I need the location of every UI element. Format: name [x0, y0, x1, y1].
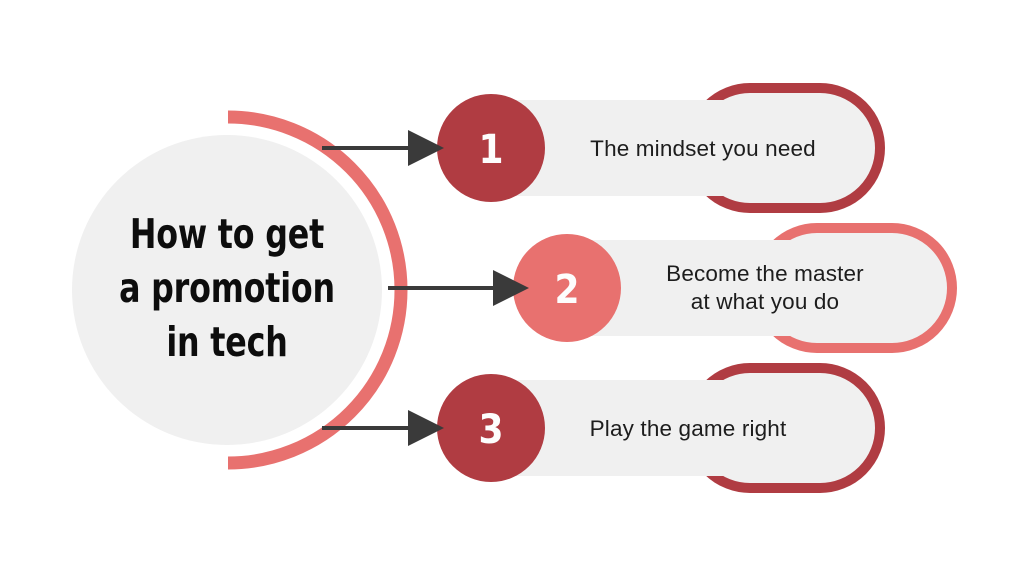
step-2-number: 2: [554, 267, 579, 313]
step-3-label: Play the game right: [590, 416, 787, 441]
step-1-label: The mindset you need: [590, 136, 816, 161]
step-2-number-circle[interactable]: [513, 234, 621, 342]
hub-title-line-2: a promotion: [119, 266, 335, 313]
step-row-1[interactable]: 1 The mindset you need: [437, 83, 885, 213]
step-1-number-circle[interactable]: [437, 94, 545, 202]
step-row-3[interactable]: 3 Play the game right: [437, 363, 885, 493]
hub-title-line-1: How to get: [130, 212, 324, 259]
connector-arrows: [322, 130, 529, 446]
step-2-label-line-2: at what you do: [691, 289, 839, 314]
hub-disc: [72, 135, 382, 445]
page-title: How to get a promotion in tech: [119, 212, 335, 367]
step-row-2[interactable]: 2 Become the master at what you do: [513, 223, 957, 353]
step-2-label-line-1: Become the master: [666, 261, 864, 286]
step-3-number-circle[interactable]: [437, 374, 545, 482]
step-1-number: 1: [478, 127, 503, 173]
hub-title-line-3: in tech: [166, 320, 287, 367]
step-3-number: 3: [478, 407, 503, 453]
